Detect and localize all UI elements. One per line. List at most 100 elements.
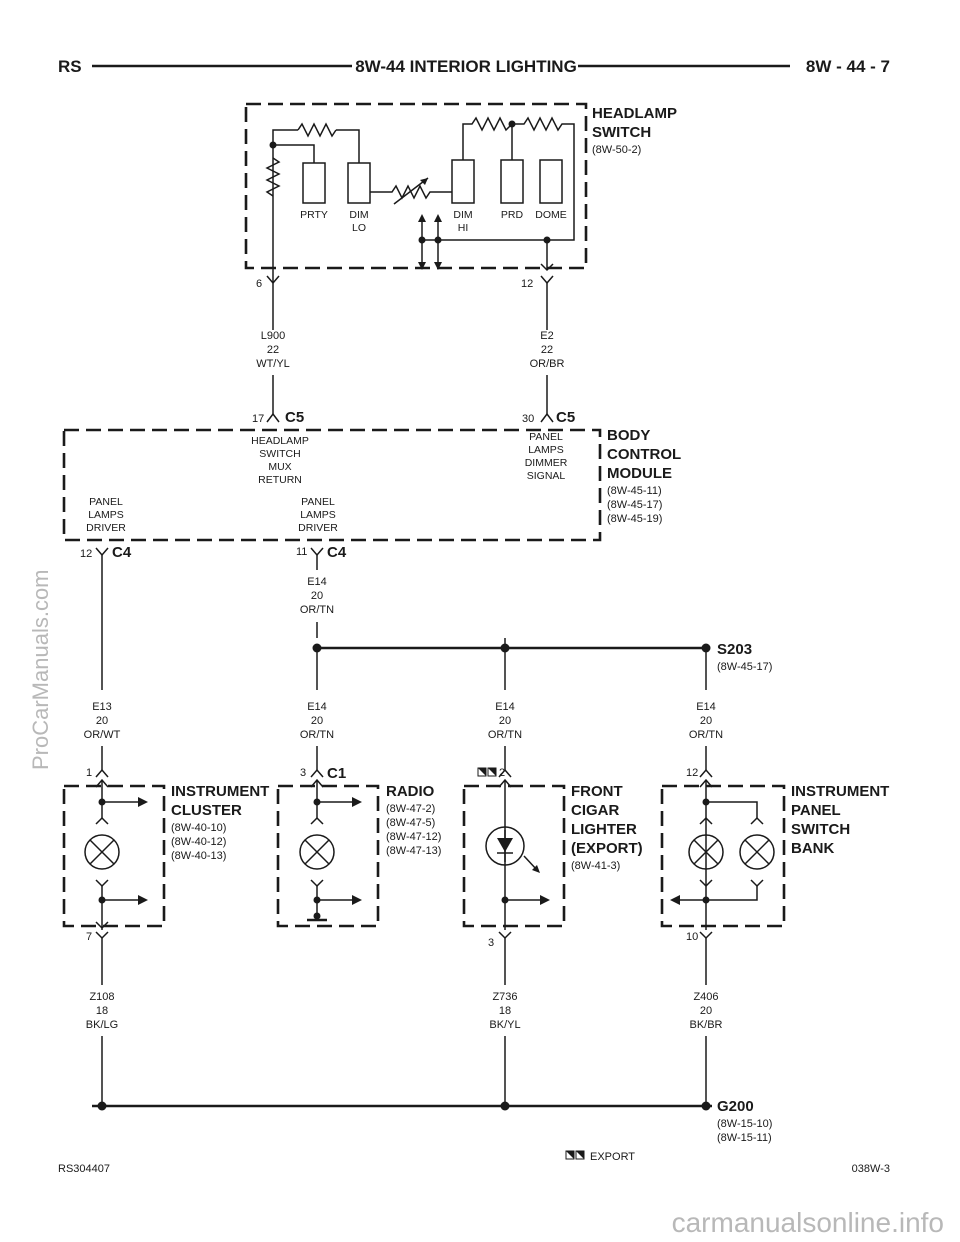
svg-text:LAMPS: LAMPS bbox=[528, 444, 564, 456]
svg-text:30: 30 bbox=[522, 413, 534, 425]
svg-text:MODULE: MODULE bbox=[607, 465, 672, 482]
prd-element bbox=[500, 159, 524, 204]
lamp-icon bbox=[688, 834, 724, 870]
dim-hi-element bbox=[451, 159, 475, 204]
svg-text:18: 18 bbox=[96, 1005, 108, 1017]
svg-text:(8W-47-12): (8W-47-12) bbox=[386, 831, 441, 843]
svg-text:HEADLAMP: HEADLAMP bbox=[251, 435, 309, 447]
resistor-icon bbox=[512, 116, 575, 241]
svg-text:PANEL: PANEL bbox=[301, 496, 335, 508]
svg-text:(8W-47-13): (8W-47-13) bbox=[386, 845, 441, 857]
circuit-z406: Z406 20 BK/BR bbox=[689, 938, 723, 1106]
svg-text:C4: C4 bbox=[327, 544, 347, 561]
svg-text:(8W-41-3): (8W-41-3) bbox=[571, 860, 620, 872]
resistor-icon bbox=[297, 122, 337, 138]
dim-lo-label-1: DIM bbox=[349, 209, 368, 221]
export-marker-icon bbox=[477, 767, 497, 777]
radio: 3 C1 RADIO (8W-47-2) (8W-47-5) (8W-47-12… bbox=[276, 765, 441, 928]
svg-text:E14: E14 bbox=[307, 701, 327, 713]
dim-hi-label-1: DIM bbox=[453, 209, 472, 221]
svg-text:E14: E14 bbox=[495, 701, 515, 713]
svg-text:(8W-15-11): (8W-15-11) bbox=[717, 1132, 772, 1144]
page-footer: EXPORT RS304407 038W-3 bbox=[58, 1150, 890, 1175]
circuit-z108: Z108 18 BK/LG bbox=[86, 938, 118, 1106]
arrow-right-icon bbox=[138, 797, 148, 807]
side-watermark: ProCarManuals.com bbox=[28, 569, 53, 770]
arrow-right-icon bbox=[138, 895, 148, 905]
arrow-right-icon bbox=[352, 797, 362, 807]
svg-text:SIGNAL: SIGNAL bbox=[527, 470, 566, 482]
svg-text:RADIO: RADIO bbox=[386, 783, 435, 800]
arrow-icon bbox=[532, 865, 540, 873]
svg-text:(8W-15-10): (8W-15-10) bbox=[717, 1118, 772, 1130]
svg-text:BK/YL: BK/YL bbox=[489, 1019, 520, 1031]
pin-7 bbox=[95, 931, 109, 940]
instrument-cluster: 1 7 INSTRUMENT CLUSTER (8W-40-10) (8W-40… bbox=[62, 767, 269, 943]
arrow-down-icon bbox=[418, 262, 426, 270]
svg-text:PANEL: PANEL bbox=[89, 496, 123, 508]
headlamp-switch-name-2: SWITCH bbox=[592, 124, 651, 141]
svg-text:OR/WT: OR/WT bbox=[84, 729, 121, 741]
svg-text:17: 17 bbox=[252, 413, 264, 425]
svg-text:WT/YL: WT/YL bbox=[256, 358, 290, 370]
svg-text:1: 1 bbox=[86, 767, 92, 779]
headlamp-switch-box bbox=[244, 102, 588, 270]
cigar-lighter-box bbox=[462, 784, 566, 928]
circuit-z736: Z736 18 BK/YL bbox=[489, 938, 521, 1106]
circuit-e14-cigar: E14 20 OR/TN bbox=[488, 648, 522, 770]
header-title: 8W-44 INTERIOR LIGHTING bbox=[355, 57, 577, 76]
export-marker-icon bbox=[565, 1150, 585, 1160]
svg-text:CONTROL: CONTROL bbox=[607, 446, 681, 463]
arrow-icon bbox=[420, 178, 428, 185]
svg-text:DRIVER: DRIVER bbox=[86, 522, 126, 534]
svg-text:(8W-47-2): (8W-47-2) bbox=[386, 803, 435, 815]
circuit-e14-bcm: E14 20 OR/TN bbox=[300, 555, 334, 638]
dome-element bbox=[539, 159, 563, 204]
bcm-box bbox=[62, 428, 602, 542]
svg-text:DIMMER: DIMMER bbox=[525, 457, 568, 469]
svg-text:RETURN: RETURN bbox=[258, 474, 302, 486]
svg-text:PANEL: PANEL bbox=[791, 802, 841, 819]
legend-export: EXPORT bbox=[590, 1151, 635, 1163]
svg-text:LAMPS: LAMPS bbox=[88, 509, 124, 521]
connector-c4-left bbox=[95, 547, 109, 557]
svg-text:MUX: MUX bbox=[268, 461, 291, 473]
circuit-l900: L900 22 WT/YL bbox=[256, 330, 290, 414]
svg-text:3: 3 bbox=[488, 937, 494, 949]
pin-10 bbox=[699, 931, 713, 940]
resistor-icon bbox=[265, 157, 281, 197]
svg-text:E2: E2 bbox=[540, 330, 553, 342]
svg-text:3: 3 bbox=[300, 767, 306, 779]
svg-text:E14: E14 bbox=[696, 701, 716, 713]
svg-text:G200: G200 bbox=[717, 1098, 754, 1115]
pin-12 bbox=[540, 275, 554, 285]
front-cigar-lighter: 2 3 FRONT CIGAR LIGHTER (EXPORT) (8W-41-… bbox=[462, 767, 643, 949]
svg-text:(8W-45-17): (8W-45-17) bbox=[607, 499, 662, 511]
connector-c5-left bbox=[266, 412, 280, 423]
connector-c4-right bbox=[310, 547, 324, 557]
svg-text:C4: C4 bbox=[112, 544, 132, 561]
svg-text:C1: C1 bbox=[327, 765, 346, 782]
svg-text:PANEL: PANEL bbox=[529, 431, 563, 443]
svg-text:L900: L900 bbox=[261, 330, 285, 342]
svg-text:BODY: BODY bbox=[607, 427, 650, 444]
pin-3 bbox=[498, 931, 512, 940]
svg-text:12: 12 bbox=[686, 767, 698, 779]
svg-text:(8W-40-13): (8W-40-13) bbox=[171, 850, 226, 862]
svg-text:OR/TN: OR/TN bbox=[488, 729, 522, 741]
arrow-down-icon bbox=[434, 262, 442, 270]
body-control-module: BODY CONTROL MODULE (8W-45-11) (8W-45-17… bbox=[62, 409, 681, 561]
arrow-up-icon bbox=[434, 214, 442, 222]
circuit-e14-radio: E14 20 OR/TN bbox=[300, 648, 334, 770]
dim-hi-label-2: HI bbox=[458, 222, 469, 234]
svg-text:20: 20 bbox=[311, 715, 323, 727]
rheostat-icon bbox=[370, 184, 452, 200]
svg-text:22: 22 bbox=[267, 344, 279, 356]
svg-text:OR/TN: OR/TN bbox=[300, 604, 334, 616]
svg-text:INSTRUMENT: INSTRUMENT bbox=[171, 783, 269, 800]
svg-text:Z108: Z108 bbox=[89, 991, 114, 1003]
dome-label: DOME bbox=[535, 209, 567, 221]
led-icon bbox=[485, 826, 525, 866]
lamp-icon bbox=[299, 834, 335, 870]
